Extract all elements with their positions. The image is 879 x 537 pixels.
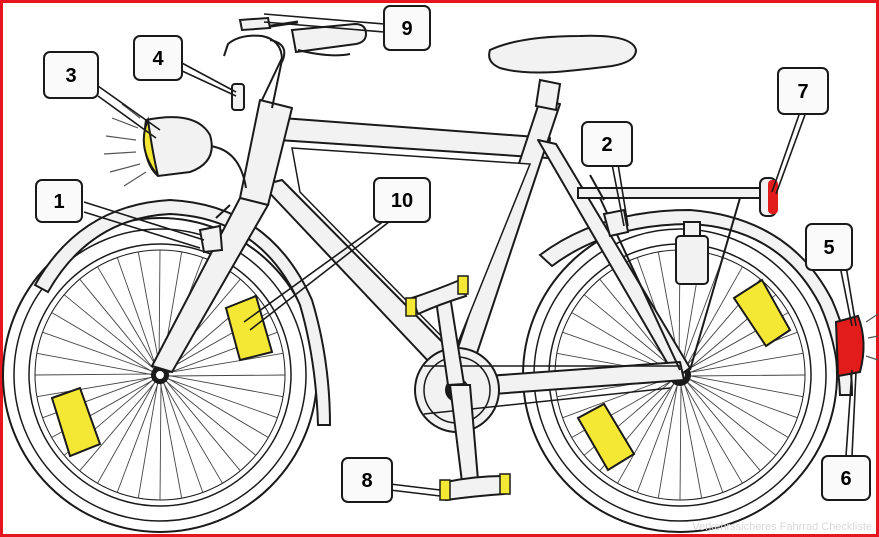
callouts: 1 2 3 4 5 6 7 8 [35, 5, 871, 503]
spoke [167, 352, 284, 374]
callout-8: 8 [341, 457, 393, 503]
spoke [679, 382, 703, 499]
callout-10: 10 [373, 177, 431, 223]
headlight-cable [209, 145, 247, 189]
spoke [165, 380, 257, 456]
headlight-rays [103, 103, 147, 187]
spoke [167, 377, 269, 438]
spoke [36, 352, 153, 376]
spoke [158, 249, 161, 368]
callout-label-10: 10 [391, 190, 413, 212]
callout-label-4: 4 [152, 48, 164, 70]
spoke [636, 382, 679, 493]
front-mudguard [33, 198, 332, 426]
callout-9: 9 [383, 5, 431, 51]
spoke [685, 380, 777, 456]
spoke [687, 374, 806, 377]
spoke [687, 352, 804, 374]
callout-label-6: 6 [840, 468, 851, 490]
spoke [166, 378, 278, 419]
spoke [159, 382, 162, 501]
rear-light-rays [865, 313, 879, 361]
callout-2: 2 [581, 121, 633, 167]
spoke [562, 376, 673, 419]
spoke [137, 382, 159, 499]
spoke [683, 381, 724, 493]
spoke [116, 382, 159, 493]
callout-label-9: 9 [401, 18, 412, 40]
spoke [571, 312, 673, 373]
front-brake [198, 224, 224, 254]
callout-3: 3 [43, 51, 99, 99]
callout-5: 5 [805, 223, 853, 271]
spoke [617, 381, 676, 484]
spoke [162, 382, 223, 484]
spoke [137, 251, 161, 368]
spoke [97, 266, 158, 368]
saddle [488, 34, 638, 112]
spoke [34, 373, 153, 376]
spoke [687, 377, 789, 438]
spoke [167, 374, 286, 377]
spoke [165, 380, 241, 472]
callout-label-5: 5 [823, 237, 834, 259]
spoke [116, 257, 157, 369]
spoke [686, 378, 798, 419]
spoke [36, 376, 153, 398]
spoke [79, 381, 156, 472]
spoke [97, 381, 156, 484]
bell [238, 16, 272, 32]
rear-red-reflector-upper [759, 177, 778, 217]
spoke [681, 257, 724, 368]
rear-rack [577, 174, 771, 371]
callout-label-2: 2 [601, 134, 612, 156]
spoke [167, 374, 284, 398]
callout-7: 7 [777, 67, 829, 115]
callout-6: 6 [821, 455, 871, 501]
spoke [159, 382, 183, 499]
spoke [42, 331, 154, 372]
spoke [51, 312, 153, 373]
spoke [79, 278, 155, 370]
leader-lines [83, 13, 857, 497]
handlebar [223, 20, 368, 109]
front-white-reflector [231, 83, 245, 111]
spoke [682, 382, 743, 484]
callout-label-8: 8 [361, 470, 372, 492]
spoke-reflectors [50, 278, 792, 472]
spoke [583, 294, 675, 370]
watermark: Verkehrssicheres Fahrrad Checkliste [692, 521, 872, 533]
front-fork [150, 196, 270, 374]
rear-light [834, 313, 879, 378]
spoke [657, 382, 679, 499]
front-headlight [103, 103, 213, 187]
callout-label-7: 7 [797, 81, 808, 103]
spoke [687, 374, 804, 398]
spoke [679, 382, 682, 501]
spoke [63, 294, 155, 370]
callout-1: 1 [35, 179, 83, 223]
spoke [685, 380, 761, 472]
callout-4: 4 [133, 35, 183, 81]
spoke [163, 381, 204, 493]
callout-label-1: 1 [53, 191, 64, 213]
water-bottle [675, 221, 709, 285]
pedal-reflectors [405, 275, 511, 502]
spoke [687, 331, 798, 374]
callout-label-3: 3 [65, 65, 76, 87]
